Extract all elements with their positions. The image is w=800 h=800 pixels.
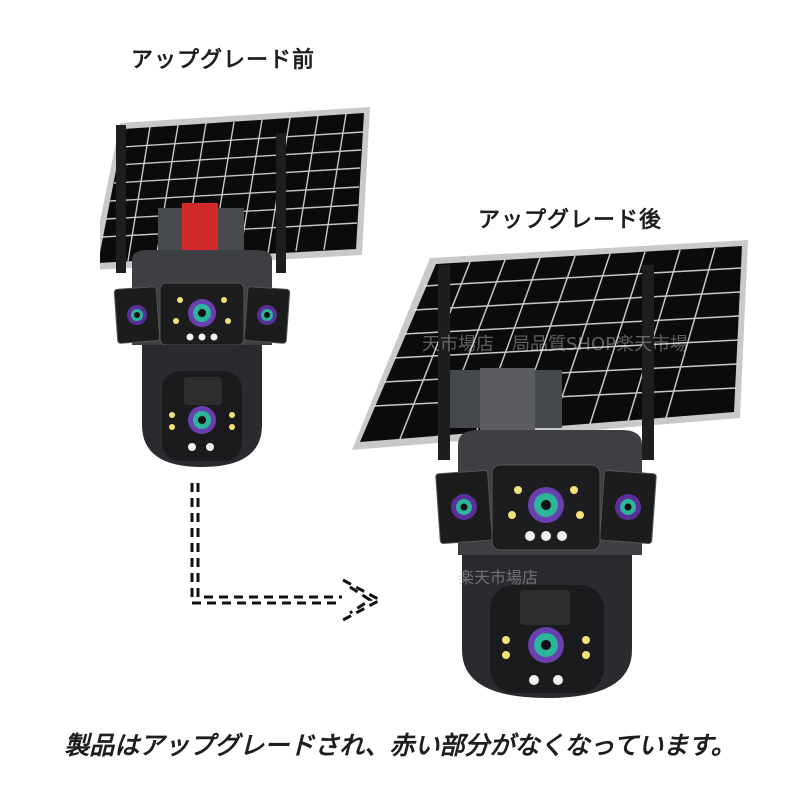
dashed-arrow-icon xyxy=(180,475,390,625)
solar-camera-icon xyxy=(352,240,748,698)
before-label: アップグレード前 xyxy=(131,48,316,73)
caption-text: 製品はアップグレードされ、赤い部分がなくなっています。 xyxy=(64,731,736,760)
after-label: アップグレード後 xyxy=(478,208,663,233)
body-watermark: 楽天市場店 xyxy=(458,568,539,587)
panel-watermark: 天市場店 局品質SHOP楽天市場 xyxy=(422,334,688,355)
solar-camera-icon xyxy=(100,107,370,467)
after-camera-image: 天市場店 局品質SHOP楽天市場 楽天市場店 xyxy=(340,240,760,700)
before-camera-image xyxy=(100,95,390,475)
red-part xyxy=(182,203,218,255)
